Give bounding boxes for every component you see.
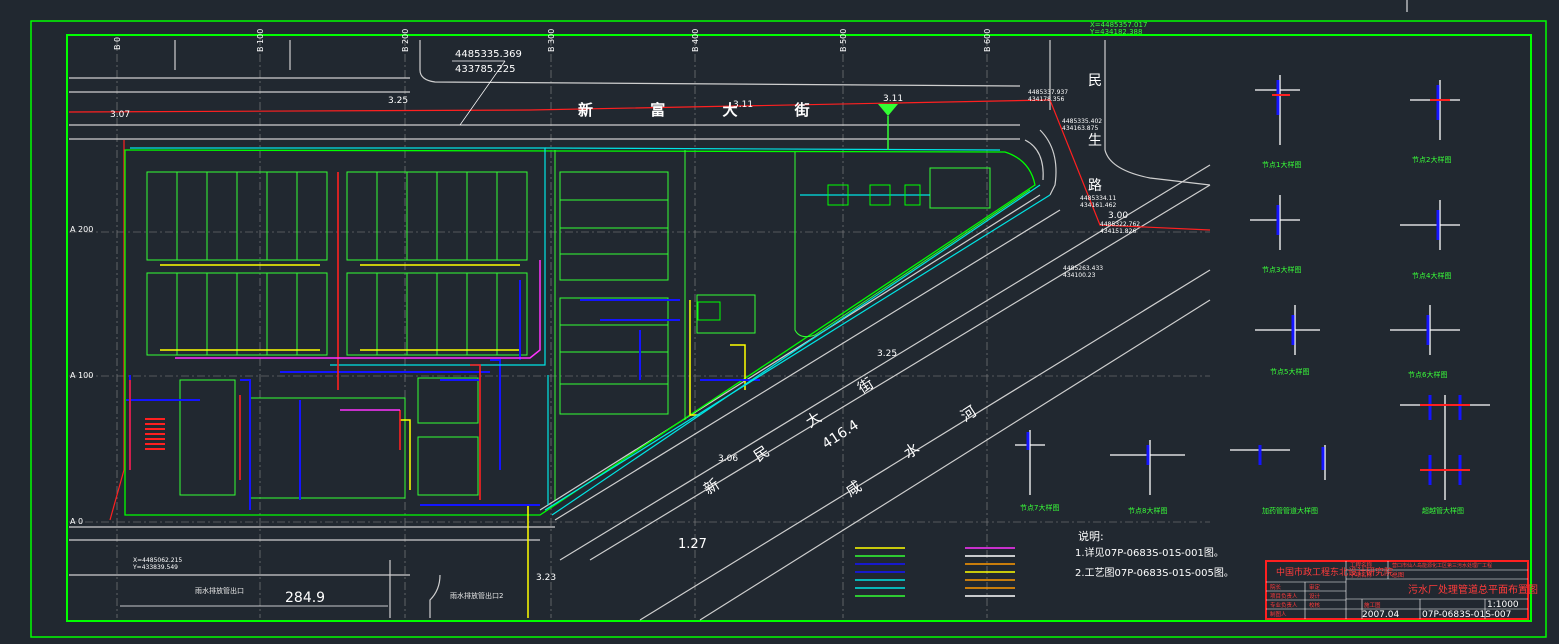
road-name-diag-2: 民 bbox=[750, 442, 772, 465]
road-name-right-2: 生 bbox=[1088, 133, 1102, 149]
notes-item-1: 1.详见07P-0683S-01S-001图。 bbox=[1075, 546, 1224, 559]
node-caption-1: 节点1大样图 bbox=[1262, 160, 1301, 169]
dimension-diagonal: 416.4 bbox=[819, 417, 861, 452]
title-block-row-1: 院长 bbox=[1270, 583, 1282, 591]
outfall-label-1: 雨水排放管出口 bbox=[195, 586, 244, 595]
coord-label-2-x: 4485335.402 bbox=[1062, 118, 1102, 125]
elevation-7: 3.06 bbox=[718, 454, 738, 464]
node-caption-4: 节点4大样图 bbox=[1412, 271, 1451, 280]
title-block-row-7: 制图人 bbox=[1270, 610, 1287, 618]
elevation-3: 3.11 bbox=[733, 100, 753, 110]
coord-label-1-y: 434178.356 bbox=[1028, 96, 1064, 103]
node-caption-2: 节点2大样图 bbox=[1412, 155, 1451, 164]
road-name-diag-3: 大 bbox=[802, 408, 824, 431]
coord-label-3-y: 434161.462 bbox=[1080, 202, 1116, 209]
coord-label-3-x: 4485334.11 bbox=[1080, 195, 1116, 202]
road-name-diag-1: 新 bbox=[700, 475, 722, 498]
node-caption-3: 节点3大样图 bbox=[1262, 265, 1301, 274]
elevation-8: 3.23 bbox=[536, 573, 556, 583]
road-name-right-3: 路 bbox=[1088, 178, 1102, 194]
title-block-institute: 中国市政工程东北设计研究院 bbox=[1276, 566, 1393, 578]
river-name-2: 水 bbox=[900, 439, 922, 462]
river-name-3: 河 bbox=[957, 402, 979, 425]
grid-label-b500: B 500 bbox=[839, 29, 848, 52]
title-block-subitem-label: 子项名称 bbox=[1350, 571, 1373, 579]
grid-label-b200: B 200 bbox=[401, 29, 410, 52]
node-caption-7: 节点7大样图 bbox=[1020, 503, 1059, 512]
grid-label-a0: A 0 bbox=[70, 517, 83, 526]
title-block-subitem: 总图 bbox=[1392, 571, 1404, 579]
elevation-4: 3.11 bbox=[883, 94, 903, 104]
elevation-5: 3.00 bbox=[1108, 211, 1128, 221]
title-block-date: 2007.04 bbox=[1362, 610, 1399, 620]
grid-label-b400: B 400 bbox=[691, 29, 700, 52]
title-block-drawing-no: 07P-0683S-01S-007 bbox=[1422, 610, 1511, 620]
coord-label-2-y: 434163.875 bbox=[1062, 125, 1098, 132]
grid-label-b300: B 300 bbox=[547, 29, 556, 52]
road-name-diag-4: 街 bbox=[854, 374, 876, 397]
coord-box-y: 433785.225 bbox=[455, 64, 515, 75]
coord-label-4-x: 4485322.762 bbox=[1100, 221, 1140, 228]
title-block-stage: 施工图 bbox=[1364, 601, 1381, 609]
grid-label-a200: A 200 bbox=[70, 225, 93, 234]
title-block-row-5: 专业负责人 bbox=[1270, 601, 1298, 609]
node-caption-8: 节点8大样图 bbox=[1128, 506, 1167, 515]
coord-label-1-x: 4485337.937 bbox=[1028, 89, 1068, 96]
coord-label-4-y: 434151.826 bbox=[1100, 228, 1136, 235]
grid-label-b600: B 600 bbox=[983, 29, 992, 52]
title-block-scale: 1:1000 bbox=[1487, 600, 1519, 610]
coord-label-5-y: 434100.23 bbox=[1063, 272, 1096, 279]
bottom-left-coord-y: Y=433839.549 bbox=[132, 564, 178, 571]
corner-coord-y: Y=434182.388 bbox=[1089, 28, 1142, 36]
grid-label-b100: B 100 bbox=[256, 29, 265, 52]
elevation-9: 1.27 bbox=[678, 537, 707, 552]
title-block-project: 营口市仙人岛能源化工区第三污水处理厂工程 bbox=[1392, 562, 1492, 569]
bottom-left-coord-x: X=4485062.215 bbox=[133, 557, 182, 564]
title-block-row-6: 校核 bbox=[1309, 601, 1321, 609]
corner-coord-x: X=4485357.017 bbox=[1090, 21, 1147, 29]
coord-label-5-x: 4485263.433 bbox=[1063, 265, 1103, 272]
elevation-1: 3.07 bbox=[110, 110, 130, 120]
node-caption-5: 节点5大样图 bbox=[1270, 367, 1309, 376]
title-block: 中国市政工程东北设计研究院 工程名称 营口市仙人岛能源化工区第三污水处理厂工程 … bbox=[1265, 560, 1538, 620]
node-caption-6: 节点6大样图 bbox=[1408, 370, 1447, 379]
title-block-row-4: 设计 bbox=[1309, 592, 1321, 600]
coord-box-x: 4485335.369 bbox=[455, 49, 522, 60]
road-name-top: 新 富 大 街 bbox=[578, 101, 836, 119]
dimension-bottom: 284.9 bbox=[285, 590, 325, 606]
title-block-row-3: 项目负责人 bbox=[1270, 592, 1298, 600]
river-name-1: 咸 bbox=[842, 477, 864, 500]
outfall-label-2: 雨水排放管出口2 bbox=[450, 591, 503, 600]
grid-label-a100: A 100 bbox=[70, 371, 93, 380]
title-block-project-label: 工程名称 bbox=[1350, 561, 1373, 569]
road-name-right-1: 民 bbox=[1088, 73, 1102, 89]
title-block-drawing-title: 污水厂处理管道总平面布置图 bbox=[1408, 583, 1538, 596]
title-block-row-2: 审定 bbox=[1309, 583, 1321, 591]
notes-item-2: 2.工艺图07P-0683S-01S-005图。 bbox=[1075, 567, 1234, 579]
grid-label-b0: B 0 bbox=[113, 37, 122, 50]
elevation-2: 3.25 bbox=[388, 96, 408, 106]
node-caption-9: 加药管管道大样图 bbox=[1262, 506, 1318, 515]
notes-heading: 说明: bbox=[1078, 529, 1104, 543]
elevation-6: 3.25 bbox=[877, 349, 897, 359]
node-caption-10: 超越管大样图 bbox=[1422, 506, 1464, 515]
